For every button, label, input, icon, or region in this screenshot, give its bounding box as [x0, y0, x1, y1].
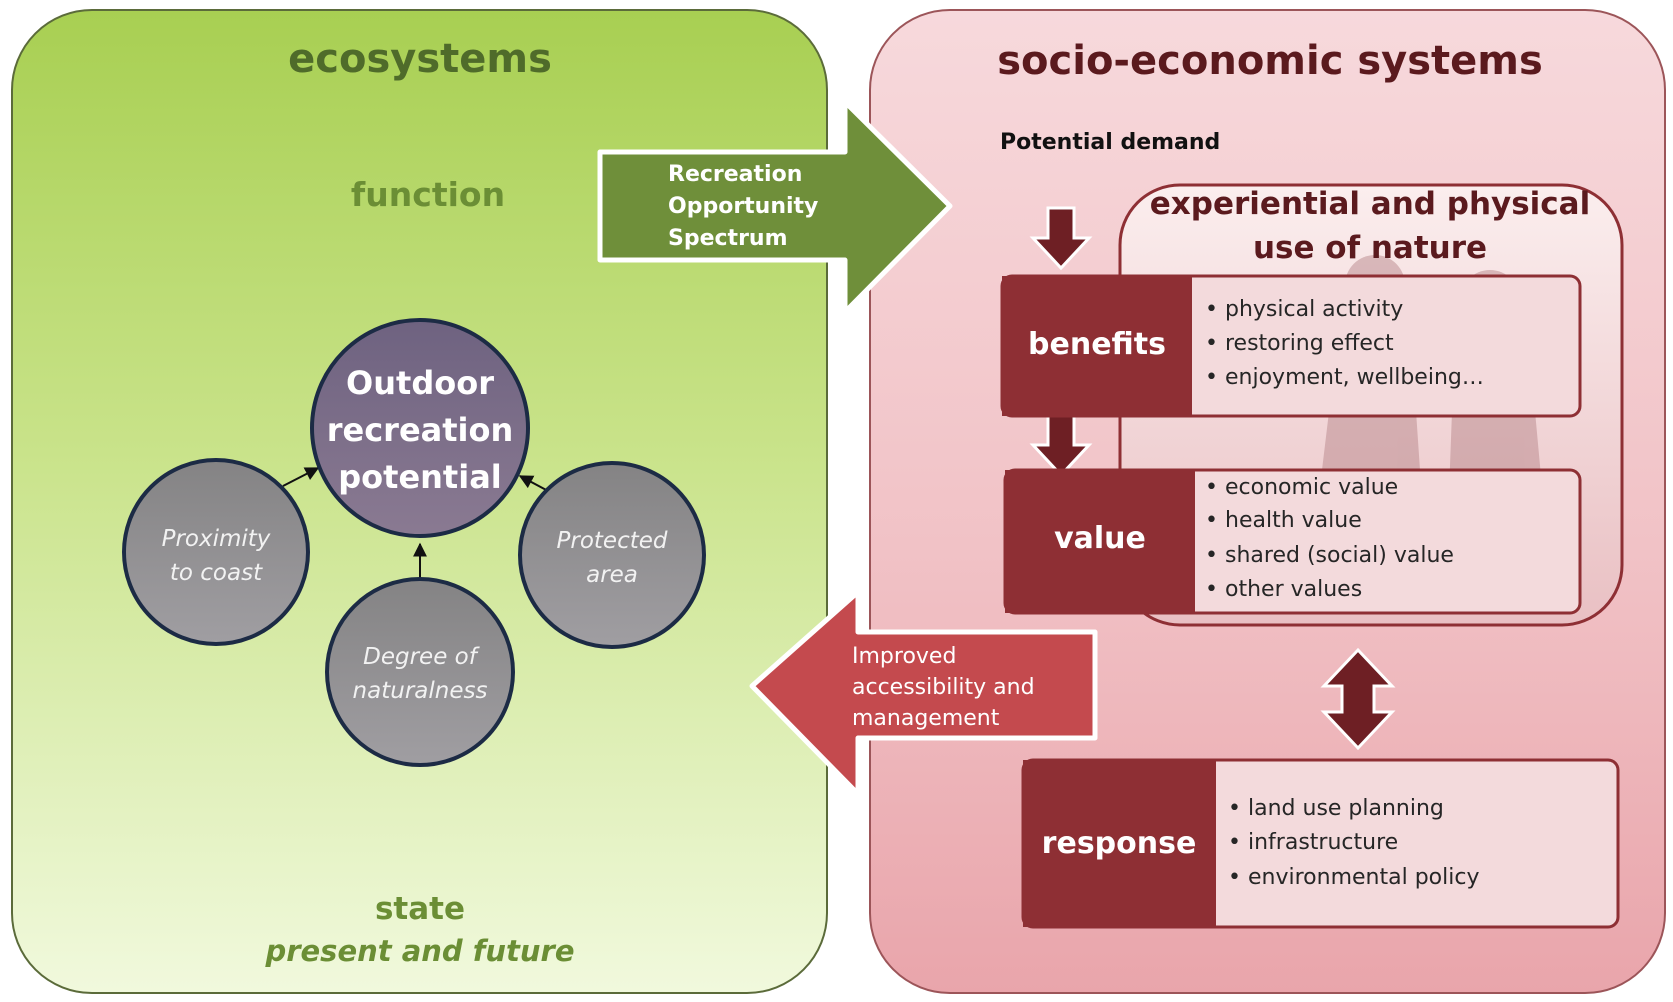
proximity-line-1: Proximity [162, 526, 271, 552]
response-label: response [1042, 826, 1197, 861]
ecosystems-title: ecosystems [288, 36, 552, 82]
naturalness-line-2: naturalness [353, 678, 488, 704]
response-label-box [1023, 760, 1216, 927]
improved-accessibility-arrow [749, 589, 1098, 797]
response-bullet-icon: • [1228, 796, 1241, 821]
value-bullet-icon: • [1205, 508, 1218, 533]
state-subtitle: present and future [264, 934, 574, 968]
naturalness-circle [325, 577, 515, 767]
center-line-2: recreation [327, 411, 514, 449]
value-bullet-icon: • [1205, 577, 1218, 602]
proximity-line-2: to coast [170, 560, 263, 586]
center-line-1: Outdoor [346, 364, 494, 402]
ros-line-3: Spectrum [668, 226, 788, 251]
benefits-bullet-icon: • [1205, 365, 1218, 390]
down-arrow-demand-icon [1029, 206, 1093, 271]
benefits-bullet-icon: • [1205, 297, 1218, 322]
function-label: function [351, 175, 505, 214]
value-bullet-icon: • [1205, 475, 1218, 500]
center-line-3: potential [338, 458, 502, 496]
protected-area-circle [518, 461, 706, 649]
recreation-opportunity-arrow [597, 99, 953, 315]
value-label: value [1054, 521, 1146, 556]
value-list: • economic value • health value • shared… [1205, 475, 1454, 602]
ros-line-1: Recreation [668, 162, 802, 187]
ros-line-2: Opportunity [668, 194, 818, 219]
outdoor-recreation-circle [310, 318, 530, 538]
proximity-circle [122, 458, 310, 646]
improved-line-3: management [852, 706, 1000, 731]
response-bullet-icon: • [1228, 865, 1241, 890]
response-item-2: infrastructure [1248, 830, 1398, 855]
double-arrow-icon [1320, 647, 1396, 751]
response-item-1: land use planning [1248, 796, 1444, 821]
response-bullet-icon: • [1228, 830, 1241, 855]
improved-line-2: accessibility and [852, 675, 1035, 700]
protected-line-1: Protected [557, 528, 668, 554]
benefits-item-2: restoring effect [1225, 331, 1394, 356]
benefits-list: • physical activity • restoring effect •… [1205, 297, 1484, 390]
protected-line-2: area [586, 562, 638, 588]
potential-demand-label: Potential demand [1000, 130, 1220, 155]
improved-line-1: Improved [852, 644, 956, 669]
value-label-box [1005, 470, 1195, 613]
use-of-nature-line-1: experiential and physical [1150, 186, 1590, 222]
benefits-item-3: enjoyment, wellbeing… [1225, 365, 1484, 390]
value-item-4: other values [1225, 577, 1362, 602]
response-list: • land use planning • infrastructure • e… [1228, 796, 1479, 890]
state-label: state [375, 891, 465, 927]
benefits-item-1: physical activity [1225, 297, 1403, 322]
socio-economic-title: socio-economic systems [997, 38, 1543, 84]
benefits-label-box [1002, 276, 1192, 416]
naturalness-line-1: Degree of [363, 644, 480, 670]
connector-proximity-to-center [282, 467, 320, 487]
value-item-1: economic value [1225, 475, 1398, 500]
value-bullet-icon: • [1205, 543, 1218, 568]
benefits-label: benefits [1028, 327, 1166, 362]
benefits-bullet-icon: • [1205, 331, 1218, 356]
down-arrow-benefits-icon [1029, 414, 1093, 478]
value-item-2: health value [1225, 508, 1362, 533]
value-item-3: shared (social) value [1225, 543, 1454, 568]
response-item-3: environmental policy [1248, 865, 1479, 890]
use-of-nature-line-2: use of nature [1253, 230, 1487, 266]
